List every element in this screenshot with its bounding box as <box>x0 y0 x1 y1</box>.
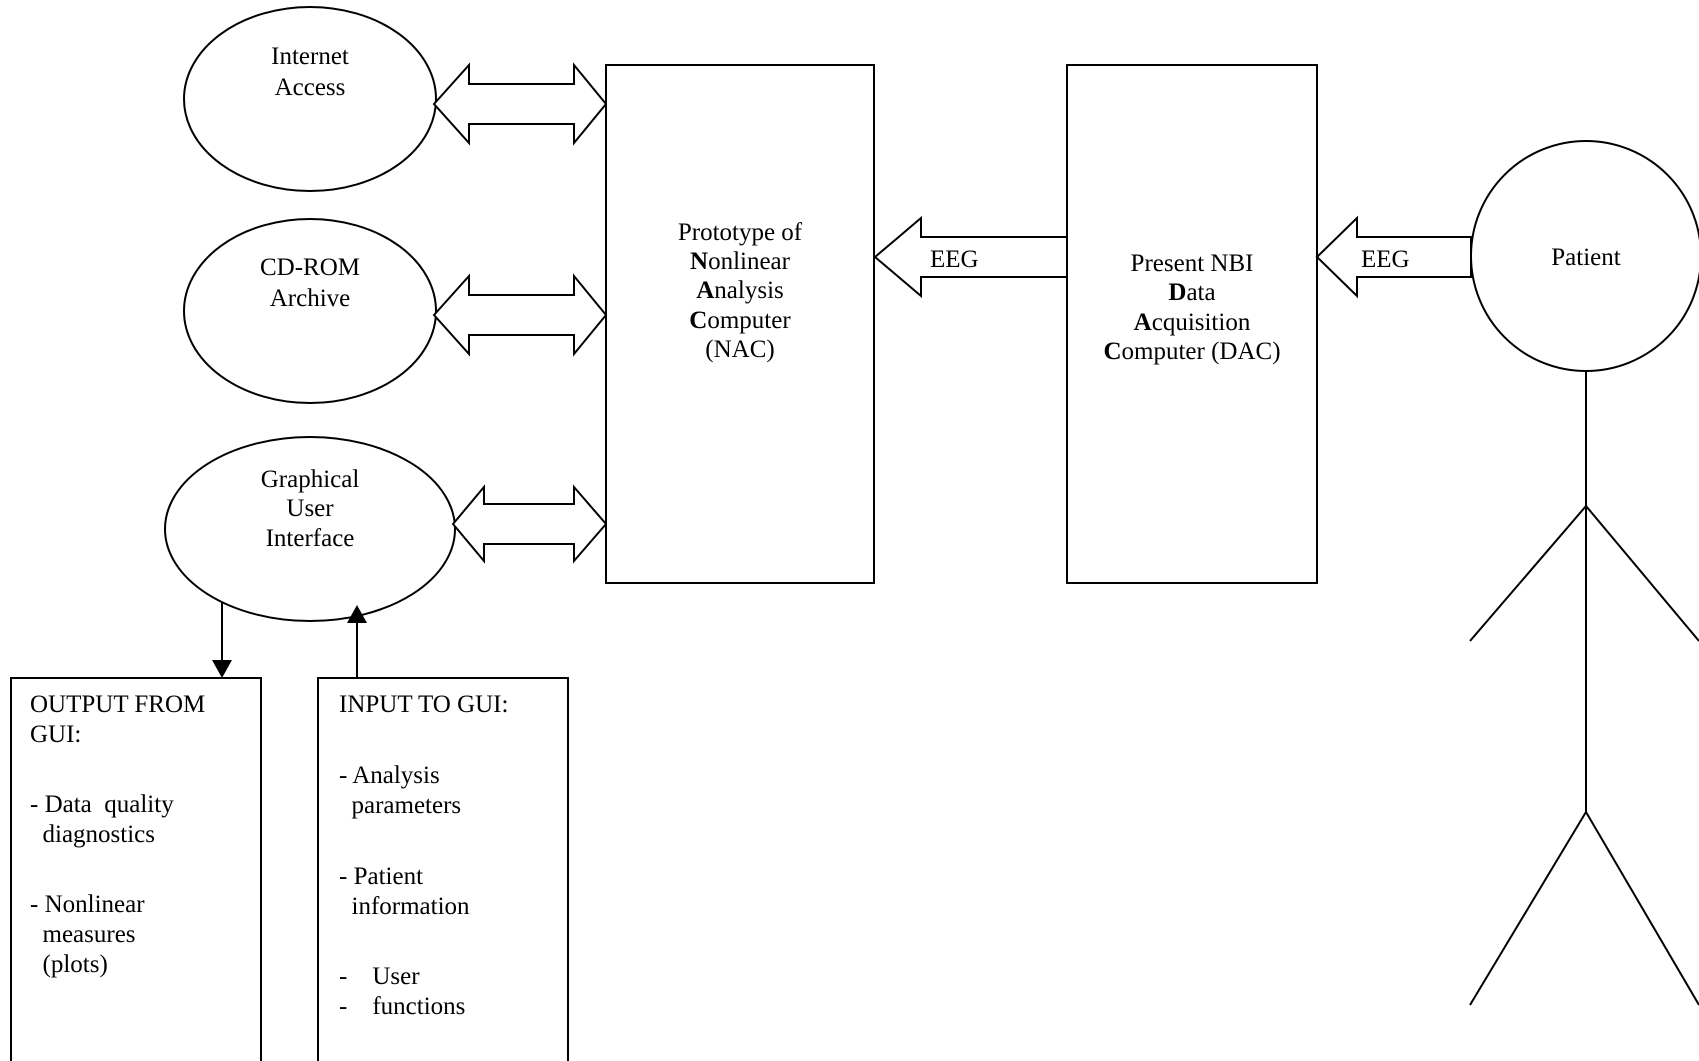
patient-figure: Patient <box>1469 140 1699 1006</box>
nac-box: Prototype of Nonlinear Analysis Computer… <box>605 64 875 584</box>
output-line: - Nonlinear <box>30 891 145 918</box>
input-line: parameters <box>339 792 461 819</box>
input-line: - Patient <box>339 863 423 890</box>
eeg-label-dac-nac: EEG <box>930 246 979 273</box>
gui-output-arrow <box>212 602 232 678</box>
nac-line5: (NAC) <box>705 336 774 363</box>
output-box-rect <box>10 677 262 1061</box>
input-to-gui-box: INPUT TO GUI: - Analysis parameters - Pa… <box>317 677 569 1061</box>
gui-ellipse <box>164 436 456 622</box>
cdrom-label-line1: CD-ROM <box>260 254 360 281</box>
dac-line1: Present NBI <box>1131 250 1254 277</box>
cdrom-archive-node: CD-ROM Archive <box>183 218 437 404</box>
input-box-rect <box>317 677 569 1061</box>
nac-line2: Nonlinear <box>690 248 791 275</box>
dac-box: Present NBI Data Acquisition Computer (D… <box>1066 64 1318 584</box>
patient-label: Patient <box>1551 244 1620 271</box>
dac-rect <box>1066 64 1318 584</box>
eeg-label-patient-dac: EEG <box>1361 246 1410 273</box>
eeg-arrow-patient-to-dac: EEG <box>1315 215 1472 299</box>
nac-rect <box>605 64 875 584</box>
nac-line3: Analysis <box>696 277 784 304</box>
patient-left-arm <box>1469 505 1587 642</box>
arrowhead-down-icon <box>212 660 232 678</box>
output-line: diagnostics <box>30 821 155 848</box>
gui-label-line3: Interface <box>266 525 355 552</box>
input-line: information <box>339 893 470 920</box>
internet-label-line2: Access <box>275 74 346 101</box>
cdrom-nac-double-arrow <box>432 273 608 357</box>
gui-node: Graphical User Interface <box>164 436 456 622</box>
output-line: OUTPUT FROM <box>30 691 205 718</box>
patient-right-arm <box>1585 505 1699 642</box>
gui-nac-double-arrow <box>451 484 608 564</box>
internet-label-line1: Internet <box>271 43 349 70</box>
patient-right-leg <box>1585 811 1699 1006</box>
input-line: INPUT TO GUI: <box>339 691 508 718</box>
output-line: measures <box>30 921 136 948</box>
nac-line1: Prototype of <box>678 219 803 246</box>
gui-label-line2: User <box>286 495 334 522</box>
eeg-arrow-dac-to-nac: EEG <box>873 215 1068 299</box>
output-from-gui-box: OUTPUT FROM GUI: - Data quality diagnost… <box>10 677 262 1061</box>
dac-line2: Data <box>1168 279 1215 306</box>
eeg-arrow-shape <box>873 215 1068 299</box>
patient-left-leg <box>1469 811 1587 1006</box>
internet-nac-double-arrow <box>432 62 608 146</box>
cdrom-ellipse <box>183 218 437 404</box>
arrowhead-up-icon <box>347 605 367 623</box>
output-line: - Data quality <box>30 791 174 818</box>
input-line: - functions <box>339 993 465 1020</box>
cdrom-label-line2: Archive <box>270 285 351 312</box>
input-line: - Analysis <box>339 762 440 789</box>
internet-ellipse <box>183 6 437 192</box>
output-line: GUI: <box>30 721 81 748</box>
gui-label-line1: Graphical <box>261 466 360 493</box>
dac-line3: Acquisition <box>1134 309 1251 336</box>
nac-line4: Computer <box>689 307 791 334</box>
dac-line4: Computer (DAC) <box>1103 338 1280 365</box>
internet-access-node: Internet Access <box>183 6 437 192</box>
input-line: - User <box>339 963 420 990</box>
gui-input-arrow <box>347 605 367 678</box>
output-line: (plots) <box>30 951 108 978</box>
